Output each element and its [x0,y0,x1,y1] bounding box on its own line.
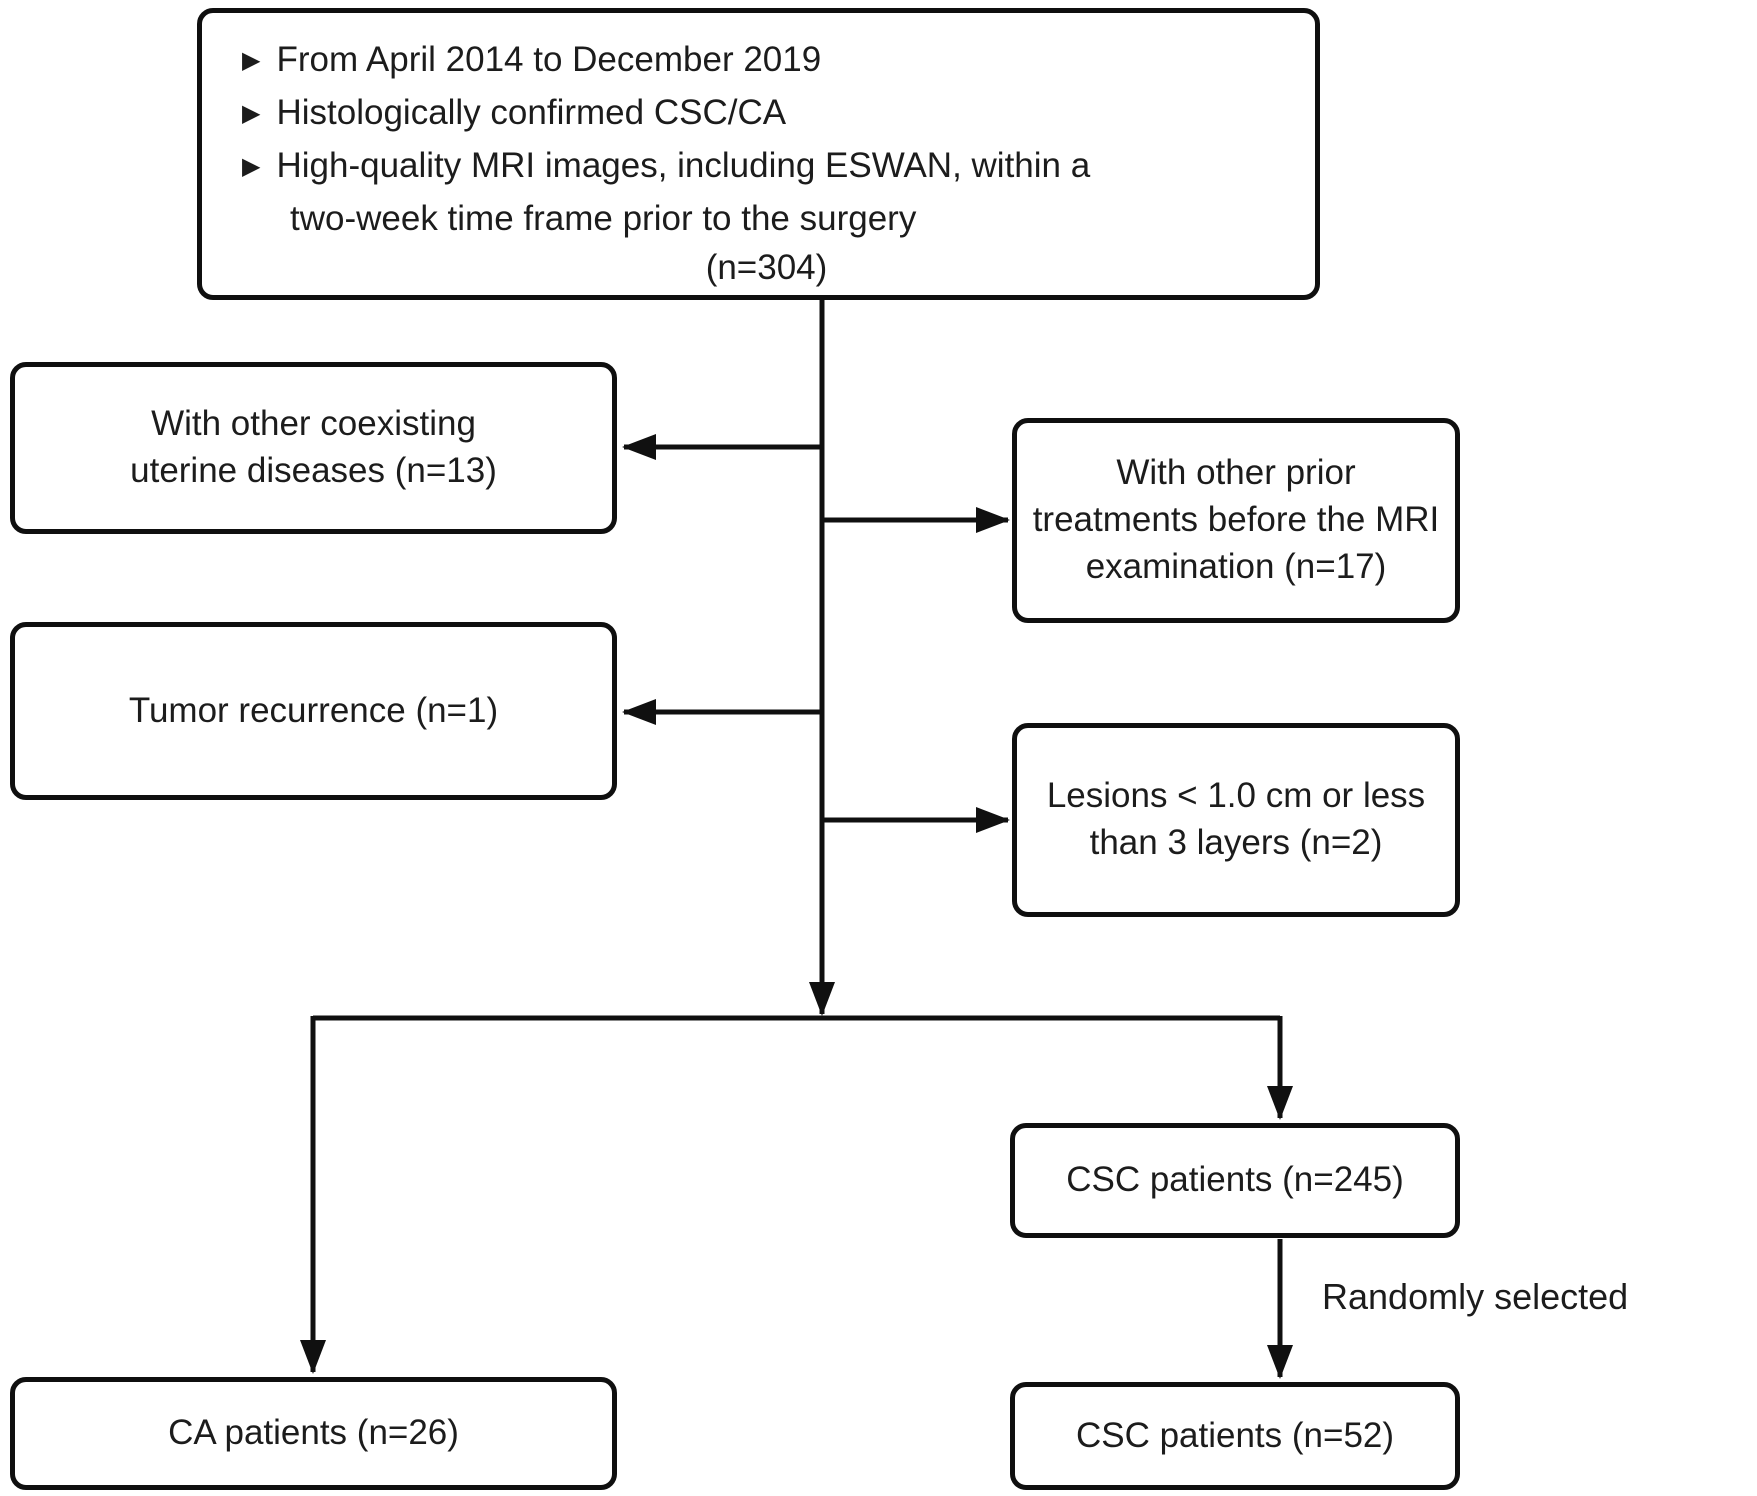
inclusion-count-label: (n=304) [705,248,828,287]
exclusion-coexisting-diseases-text: With other coexisting uterine diseases (… [130,404,497,490]
inclusion-bullet-3-continuation: two-week time frame prior to the surgery [290,199,917,238]
exclusion-coexisting-diseases-box: With other coexisting uterine diseases (… [10,362,617,534]
csc-patients-52-box: CSC patients (n=52) [1010,1382,1460,1490]
csc-patients-245-text: CSC patients (n=245) [1066,1160,1404,1200]
ca-patients-26-text: CA patients (n=26) [168,1413,459,1453]
inclusion-criteria-box: ▶ From April 2014 to December 2019 ▶ His… [197,8,1320,300]
exclusion-tumor-recurrence-text: Tumor recurrence (n=1) [128,690,499,730]
ca-patients-26-box: CA patients (n=26) [10,1377,617,1490]
exclusion-prior-treatments-box: With other prior treatments before the M… [1012,418,1460,623]
inclusion-bullet-line: ▶ From April 2014 to December 2019 [242,35,1291,88]
csc-patients-245-box: CSC patients (n=245) [1010,1123,1460,1238]
csc-patients-52-text: CSC patients (n=52) [1075,1415,1395,1455]
randomly-selected-label: Randomly selected [1322,1276,1629,1317]
exclusion-tumor-recurrence-box: Tumor recurrence (n=1) [10,622,617,800]
exclusion-prior-treatments-text: With other prior treatments before the M… [1032,453,1440,586]
exclusion-small-lesions-text: Lesions < 1.0 cm or less than 3 layers (… [1046,776,1426,862]
inclusion-bullet-2-text: Histologically confirmed CSC/CA [276,93,787,132]
inclusion-bullet-line: ▶ High-quality MRI images, including ESW… [242,141,1291,194]
inclusion-bullet-3-text: High-quality MRI images, including ESWAN… [276,146,1091,185]
exclusion-small-lesions-box: Lesions < 1.0 cm or less than 3 layers (… [1012,723,1460,917]
inclusion-bullet-1-text: From April 2014 to December 2019 [276,40,822,79]
inclusion-bullet-line: ▶ Histologically confirmed CSC/CA [242,88,1291,141]
bullet-triangle-icon: ▶ [242,47,261,74]
bullet-triangle-icon: ▶ [242,100,261,127]
bullet-triangle-icon: ▶ [242,153,261,180]
